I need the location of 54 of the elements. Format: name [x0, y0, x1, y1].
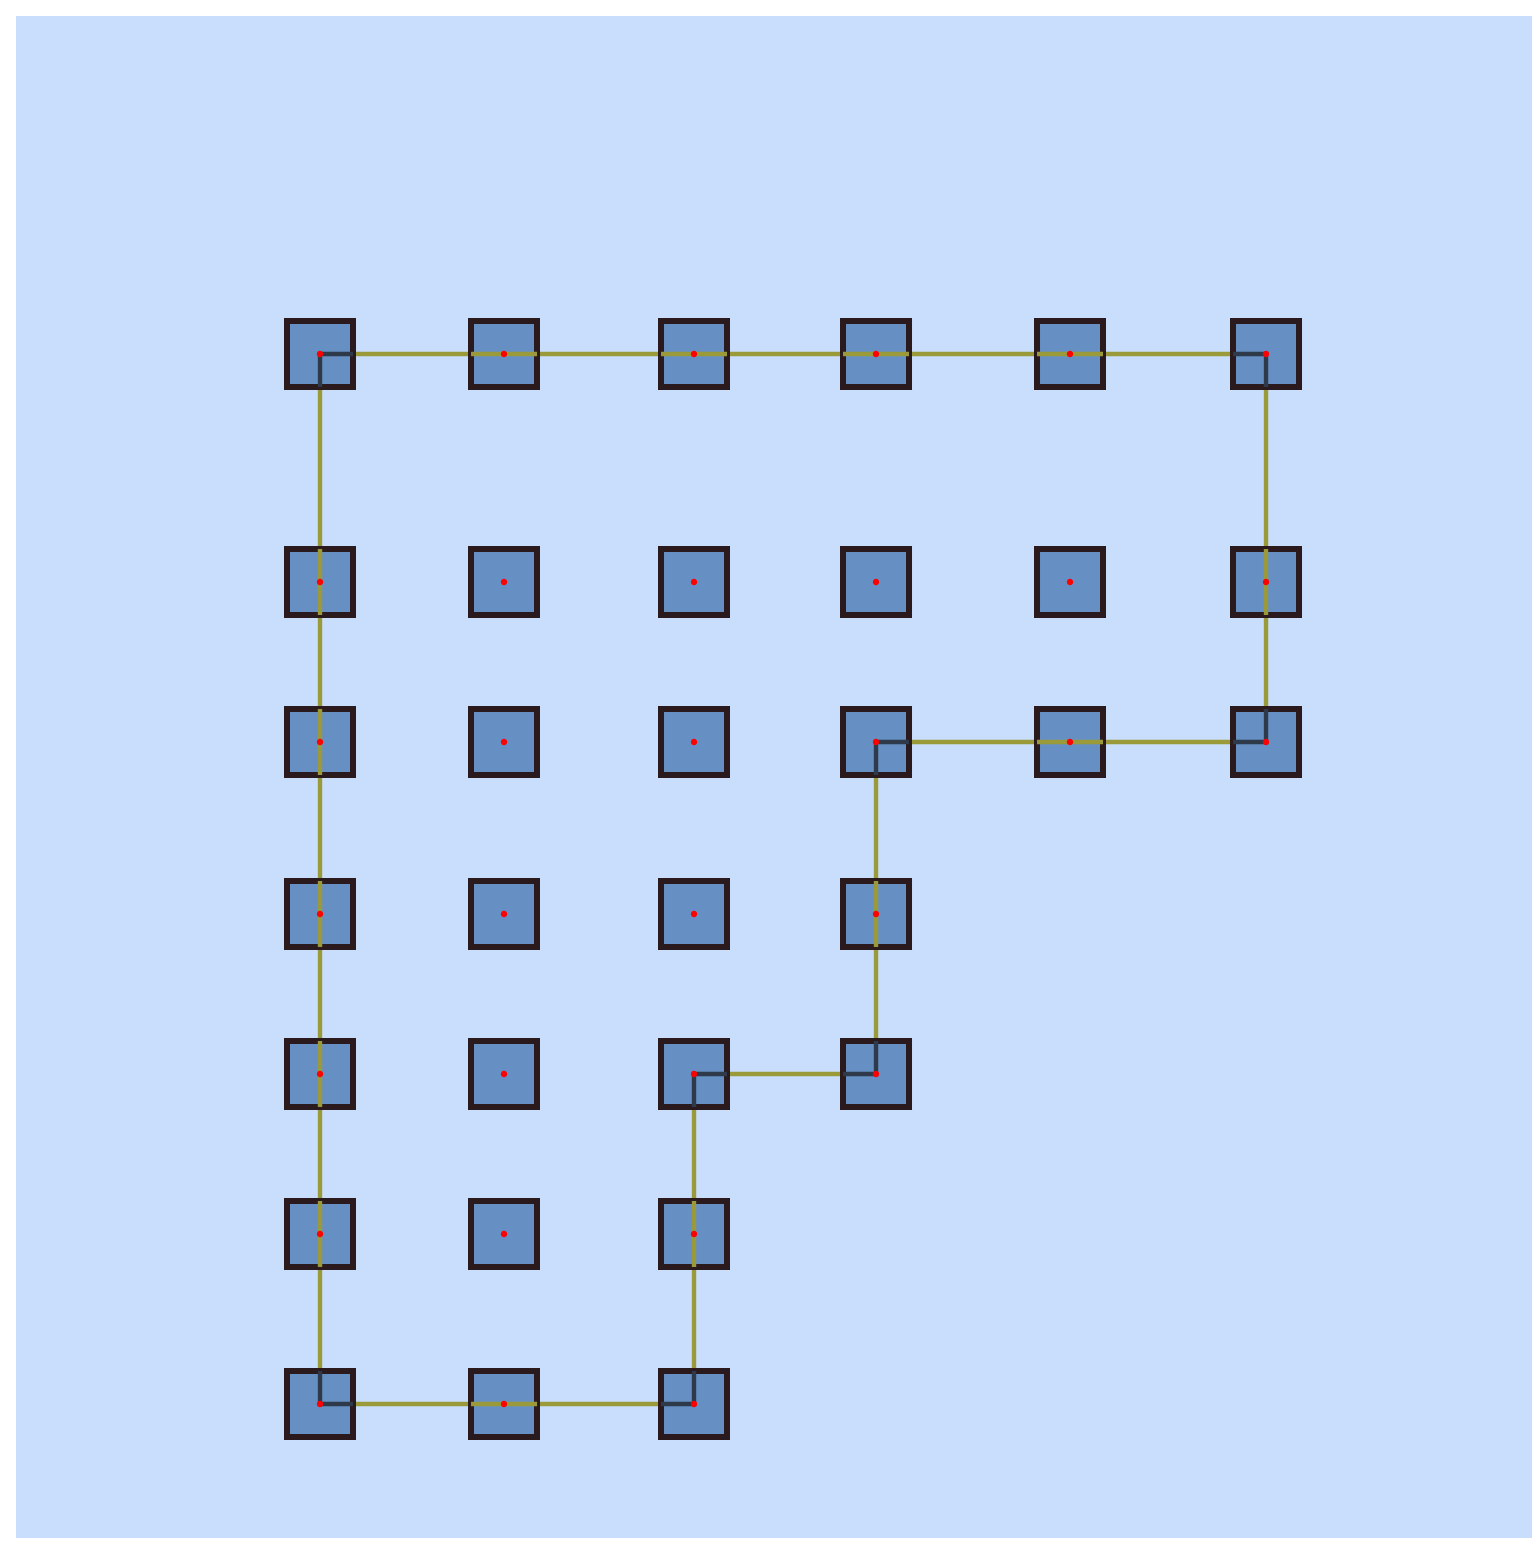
grid-square	[840, 318, 912, 390]
connector-line	[873, 778, 879, 878]
grid-square	[840, 706, 912, 778]
grid-square	[468, 706, 540, 778]
connector-line	[540, 1401, 658, 1407]
grid-square	[468, 1038, 540, 1110]
connector-line	[317, 778, 323, 878]
connector-line	[691, 1270, 697, 1368]
grid-square	[658, 1198, 730, 1270]
grid-square	[284, 1368, 356, 1440]
grid-square	[284, 1038, 356, 1110]
grid-square	[284, 318, 356, 390]
connector-line	[873, 950, 879, 1038]
grid-square	[658, 706, 730, 778]
grid-square	[1230, 318, 1302, 390]
grid-square	[284, 1198, 356, 1270]
grid-square	[468, 878, 540, 950]
connector-line	[317, 390, 323, 546]
grid-square	[840, 546, 912, 618]
connector-line	[317, 618, 323, 706]
grid-square	[840, 1038, 912, 1110]
connector-line	[691, 1110, 697, 1198]
connector-line	[730, 351, 840, 357]
connector-line	[356, 351, 468, 357]
connector-line	[1263, 618, 1269, 706]
connector-line	[540, 351, 658, 357]
connector-line	[356, 1401, 468, 1407]
connector-line	[912, 351, 1034, 357]
connector-line	[1106, 351, 1230, 357]
grid-square	[1230, 546, 1302, 618]
grid-square	[840, 878, 912, 950]
grid-square	[1034, 706, 1106, 778]
grid-square	[658, 318, 730, 390]
grid-square	[468, 318, 540, 390]
grid-square	[284, 546, 356, 618]
grid-square	[658, 1368, 730, 1440]
grid-square	[468, 1368, 540, 1440]
connector-line	[730, 1071, 840, 1077]
grid-square	[468, 546, 540, 618]
connector-line	[1263, 390, 1269, 546]
connector-line	[912, 739, 1034, 745]
grid-square	[468, 1198, 540, 1270]
grid-square	[1230, 706, 1302, 778]
connector-line	[317, 950, 323, 1038]
connector-line	[317, 1270, 323, 1368]
grid-square	[284, 878, 356, 950]
grid-square	[658, 546, 730, 618]
grid-square	[284, 706, 356, 778]
grid-square	[658, 878, 730, 950]
connector-line	[317, 1110, 323, 1198]
grid-square	[658, 1038, 730, 1110]
grid-square	[1034, 318, 1106, 390]
grid-square	[1034, 546, 1106, 618]
connector-line	[1106, 739, 1230, 745]
